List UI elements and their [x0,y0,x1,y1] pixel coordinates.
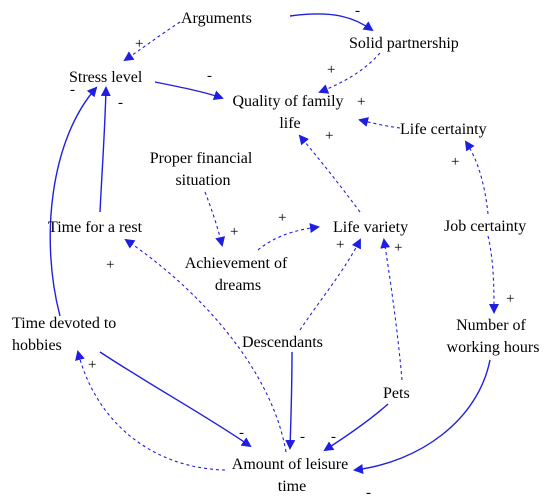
polarity-signs: - + + - + + + + + + + + - - + + - - - - [70,3,514,501]
sign-working-hours-leisure: - [366,485,371,501]
sign-financial-dreams: + [230,224,238,240]
sign-arguments-stress-level: + [135,36,143,52]
link-hobbies-stress [49,86,98,317]
link-job-certainty-life-certainty [464,140,489,215]
sign-life-certainty-quality: + [357,94,365,110]
nodes: Arguments Solid partnership Stress level… [12,10,539,495]
node-quality-line-2: life [279,115,300,132]
node-dreams-line-1: Achievement of [185,255,288,272]
sign-time-for-rest-stress: - [118,95,123,111]
sign-pets-leisure: - [331,429,336,445]
sign-hobbies-leisure: - [239,425,244,441]
link-life-certainty-quality [358,117,401,129]
node-leisure-line-1: Amount of leisure [232,456,348,473]
node-quality-of-family-life: Quality of family life [232,93,347,132]
sign-arguments-solid-partnership: - [355,3,360,19]
link-job-certainty-working-hours [487,235,499,314]
node-pets: Pets [383,385,410,402]
node-stress-level: Stress level [69,69,143,86]
link-descendants-leisure [285,351,296,450]
node-dreams-line-2: dreams [215,277,261,294]
node-time-for-a-rest: Time for a rest [48,219,143,236]
node-financial-line-2: situation [175,172,230,189]
node-amount-of-leisure-time: Amount of leisure time [232,456,352,495]
link-stress-level-quality [154,81,224,101]
node-job-certainty: Job certainty [444,218,526,235]
node-number-of-working-hours: Number of working hours [447,317,540,356]
node-descendants: Descendants [242,334,323,351]
link-solid-partnership-quality [318,52,381,94]
link-time-for-rest-stress [99,86,111,213]
link-pets-life-variety [380,238,403,381]
sign-dreams-life-variety: + [278,210,286,226]
node-financial-line-1: Proper financial [150,150,253,167]
sign-life-variety-quality: + [325,128,333,144]
node-life-certainty: Life certainty [400,121,487,138]
link-financial-dreams [204,191,226,247]
node-proper-financial-situation: Proper financial situation [150,150,257,189]
node-time-devoted-to-hobbies: Time devoted to hobbies [12,315,120,354]
sign-stress-level-quality: - [207,68,212,84]
node-achievement-of-dreams: Achievement of dreams [185,255,292,294]
node-working-hours-line-1: Number of [456,317,526,334]
node-working-hours-line-2: working hours [447,339,540,356]
link-arguments-stress-level [123,21,181,62]
sign-hobbies-stress: - [70,82,75,98]
link-leisure-time-for-rest [124,238,287,453]
node-hobbies-line-2: hobbies [12,337,62,354]
sign-descendants-life-variety: + [336,237,344,253]
sign-descendants-leisure: - [300,429,305,445]
sign-job-certainty-working-hours: + [506,291,514,307]
node-life-variety: Life variety [333,219,408,236]
node-arguments: Arguments [181,10,252,27]
node-hobbies-line-1: Time devoted to [12,315,116,332]
sign-solid-partnership-quality: + [327,62,335,78]
sign-leisure-time-for-rest: + [106,257,114,273]
link-life-variety-quality [298,134,361,213]
link-descendants-life-variety [299,238,361,331]
node-leisure-line-2: time [278,478,306,495]
link-working-hours-leisure [353,359,491,474]
link-arguments-solid-partnership [289,13,374,32]
link-pets-leisure [323,403,389,452]
link-hobbies-leisure [99,351,252,448]
edges [49,13,499,474]
node-quality-line-1: Quality of family [232,93,343,110]
sign-job-certainty-life-certainty: + [451,154,459,170]
link-leisure-hobbies [75,350,226,471]
sign-leisure-hobbies: + [88,357,96,373]
node-solid-partnership: Solid partnership [349,35,459,52]
link-dreams-life-variety [257,223,320,251]
sign-pets-life-variety: + [394,240,402,256]
